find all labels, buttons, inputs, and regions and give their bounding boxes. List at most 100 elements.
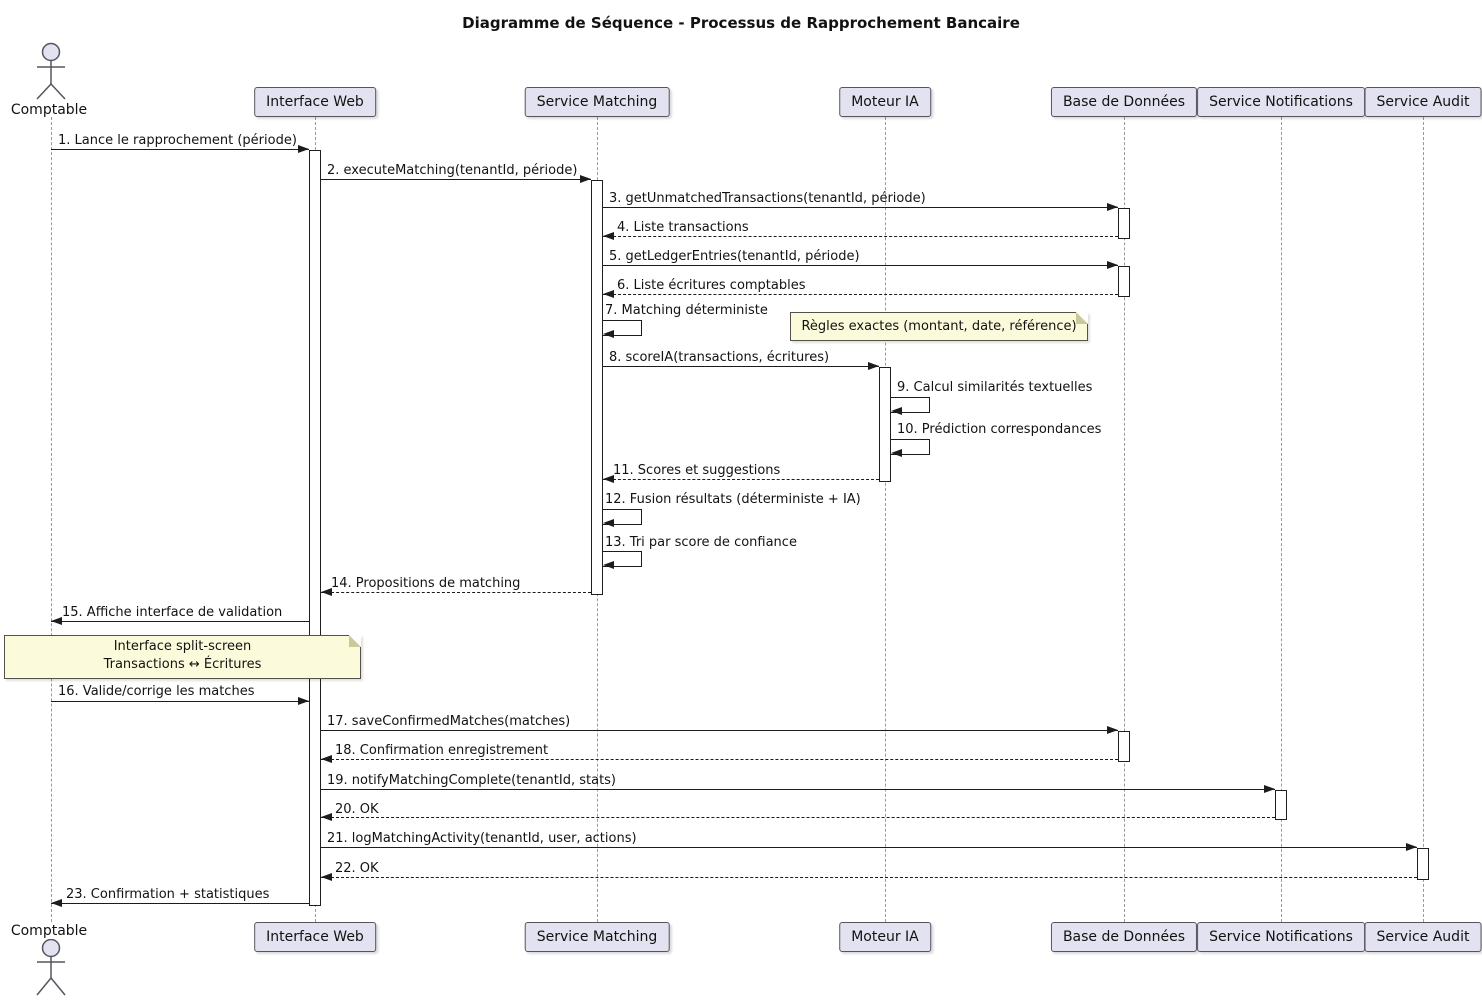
message-label-9: 9. Calcul similarités textuelles [897,380,1093,395]
arrowhead-icon [603,290,614,298]
message-label-7: 7. Matching déterministe [605,303,768,318]
participant-service-notifications: Service Notifications [1197,87,1365,117]
arrowhead-icon [603,232,614,240]
message-line-14 [321,592,591,593]
message-label-8: 8. scoreIA(transactions, écritures) [609,350,830,365]
note-line: Interface split-screen [113,639,252,654]
participant-service-audit: Service Audit [1364,87,1482,117]
message-label-1: 1. Lance le rapprochement (période) [58,133,297,148]
message-line-21 [321,847,1417,848]
message-line-23 [51,903,309,904]
activation-base-de-donnees-3 [1118,731,1130,762]
arrowhead-icon [580,175,591,183]
message-label-18: 18. Confirmation enregistrement [335,743,549,758]
arrowhead-icon [891,407,902,415]
activation-service-matching [591,180,603,595]
participant-service-audit-bottom: Service Audit [1364,922,1482,952]
arrowhead-icon [891,449,902,457]
participant-interface-web-bottom: Interface Web [254,922,376,952]
arrowhead-icon [603,475,614,483]
message-label-22: 22. OK [335,861,379,876]
participant-service-notifications-bottom: Service Notifications [1197,922,1365,952]
message-line-22 [321,877,1417,878]
activation-base-de-donnees-1 [1118,208,1130,239]
activation-service-notifications [1275,790,1287,820]
note-interface-split-screen: Interface split-screen Transactions ↔ Éc… [4,635,361,679]
message-line-20 [321,817,1275,818]
participant-service-matching-bottom: Service Matching [524,922,670,952]
activation-interface-web [309,150,321,906]
arrowhead-icon [321,813,332,821]
message-line-1 [51,149,309,150]
arrowhead-icon [1107,726,1118,734]
actor-icon-bottom [36,939,66,996]
self-message-loop-9 [891,397,930,413]
arrowhead-icon [1406,843,1417,851]
message-line-2 [321,179,591,180]
participant-base-de-donnees-bottom: Base de Données [1050,922,1198,952]
arrowhead-icon [1107,203,1118,211]
message-label-14: 14. Propositions de matching [331,576,521,591]
message-label-5: 5. getLedgerEntries(tenantId, période) [609,249,860,264]
participant-moteur-ia: Moteur IA [839,87,931,117]
arrowhead-icon [321,588,332,596]
self-message-loop-13 [603,551,642,567]
arrowhead-icon [298,145,309,153]
diagram-title: Diagramme de Séquence - Processus de Rap… [462,14,1020,32]
lifeline-moteur-ia [885,117,886,922]
arrowhead-icon [321,755,332,763]
message-label-6: 6. Liste écritures comptables [617,278,806,293]
self-message-loop-10 [891,439,930,455]
message-label-21: 21. logMatchingActivity(tenantId, user, … [327,831,637,846]
message-label-20: 20. OK [335,802,379,817]
arrowhead-icon [603,519,614,527]
participant-interface-web: Interface Web [254,87,376,117]
arrowhead-icon [51,617,62,625]
self-message-loop-12 [603,509,642,525]
actor-label-bottom: Comptable [10,923,88,939]
message-line-5 [603,265,1118,266]
lifeline-service-notifications [1281,117,1282,922]
actor-label: Comptable [10,102,88,118]
actor-icon [36,42,66,100]
message-label-4: 4. Liste transactions [617,220,749,235]
arrowhead-icon [603,561,614,569]
arrowhead-icon [51,899,62,907]
lifeline-comptable [51,117,52,922]
message-line-4 [603,236,1118,237]
message-label-10: 10. Prédiction correspondances [897,422,1102,437]
message-line-17 [321,730,1118,731]
lifeline-base-de-donnees [1124,117,1125,922]
activation-base-de-donnees-2 [1118,266,1130,297]
participant-moteur-ia-bottom: Moteur IA [839,922,931,952]
self-message-loop-7 [603,320,642,336]
participant-base-de-donnees: Base de Données [1050,87,1198,117]
lifeline-service-audit [1423,117,1424,922]
message-line-19 [321,789,1275,790]
message-label-16: 16. Valide/corrige les matches [58,684,255,699]
message-label-23: 23. Confirmation + statistiques [66,887,270,902]
message-label-12: 12. Fusion résultats (déterministe + IA) [605,492,861,507]
arrowhead-icon [298,697,309,705]
arrowhead-icon [868,362,879,370]
message-label-13: 13. Tri par score de confiance [605,535,797,550]
message-line-16 [51,701,309,702]
activation-moteur-ia [879,367,891,482]
message-line-18 [321,759,1118,760]
message-line-15 [51,621,309,622]
message-label-19: 19. notifyMatchingComplete(tenantId, sta… [327,773,617,788]
arrowhead-icon [321,873,332,881]
message-line-11 [603,479,879,480]
message-line-6 [603,294,1118,295]
message-line-8 [603,366,879,367]
message-label-2: 2. executeMatching(tenantId, période) [327,163,578,178]
message-label-11: 11. Scores et suggestions [613,463,781,478]
activation-service-audit [1417,848,1429,880]
note-regles-exactes: Règles exactes (montant, date, référence… [790,312,1088,341]
message-label-17: 17. saveConfirmedMatches(matches) [327,714,571,729]
arrowhead-icon [1107,261,1118,269]
message-line-3 [603,207,1118,208]
note-line: Transactions ↔ Écritures [103,657,262,672]
arrowhead-icon [603,330,614,338]
